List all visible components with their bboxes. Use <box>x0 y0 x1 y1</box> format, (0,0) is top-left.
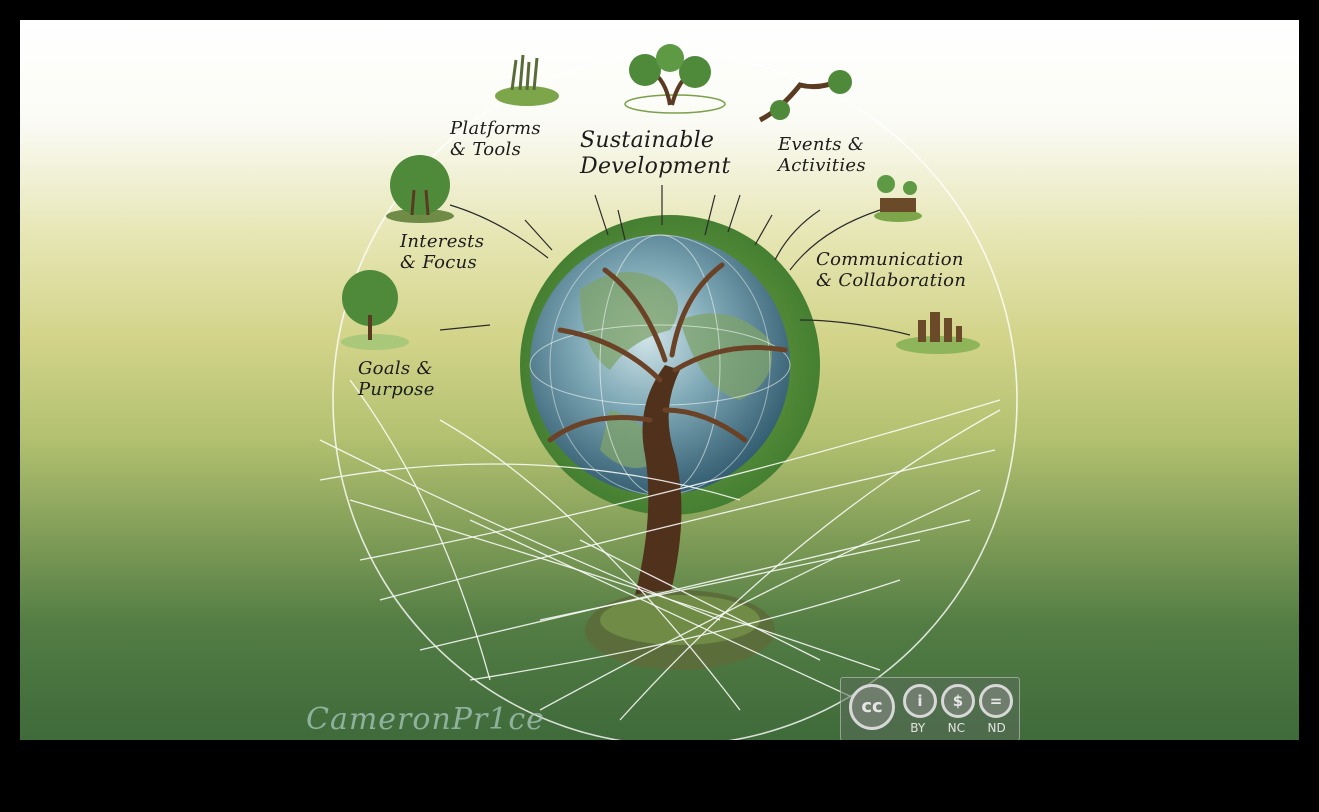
license-tags: BY NC ND <box>899 721 1017 735</box>
label-line: Platforms <box>450 118 541 139</box>
label-platforms-tools: Platforms & Tools <box>450 118 541 160</box>
center-title-line: Development <box>580 154 731 179</box>
cc-license-badge: cc i $ = BY NC ND <box>840 677 1020 740</box>
label-line: Events & <box>778 134 865 155</box>
label-line: Interests <box>400 231 485 252</box>
illustration <box>319 44 1018 740</box>
center-title-line: Sustainable <box>580 128 715 153</box>
label-interests-focus: Interests & Focus <box>400 231 484 273</box>
label-communication-collaboration: Communication & Collaboration <box>816 249 966 291</box>
label-line: Purpose <box>358 379 435 400</box>
vignette-ruins <box>896 312 980 354</box>
vignette-goals <box>341 270 409 350</box>
vignette-center-tree <box>624 44 726 114</box>
label-events-activities: Events & Activities <box>778 134 866 176</box>
leader-lines <box>439 185 911 336</box>
vignette-platforms <box>495 54 559 106</box>
cc-icon: cc <box>849 684 895 730</box>
vignette-interests <box>386 155 454 223</box>
attribution-icon: i <box>903 684 937 718</box>
network-web <box>319 379 1001 721</box>
author-watermark: CameronPr1ce <box>306 702 545 737</box>
label-line: Activities <box>778 155 866 176</box>
label-line: & Tools <box>450 139 522 160</box>
noderivatives-icon: = <box>979 684 1013 718</box>
tree-branches <box>547 262 788 443</box>
diagram-canvas: Platforms & Tools Sustainable Developmen… <box>20 20 1299 740</box>
vignette-events <box>758 70 852 123</box>
label-line: Communication <box>816 249 964 270</box>
vignette-communication <box>874 175 922 222</box>
center-title: Sustainable Development <box>580 128 731 180</box>
label-line: & Collaboration <box>816 270 967 291</box>
license-tag-nd: ND <box>987 721 1006 735</box>
license-tag-by: BY <box>910 721 926 735</box>
license-tag-nc: NC <box>947 721 966 735</box>
label-line: & Focus <box>400 252 478 273</box>
noncommercial-icon: $ <box>941 684 975 718</box>
label-goals-purpose: Goals & Purpose <box>358 358 435 400</box>
label-line: Goals & <box>358 358 433 379</box>
